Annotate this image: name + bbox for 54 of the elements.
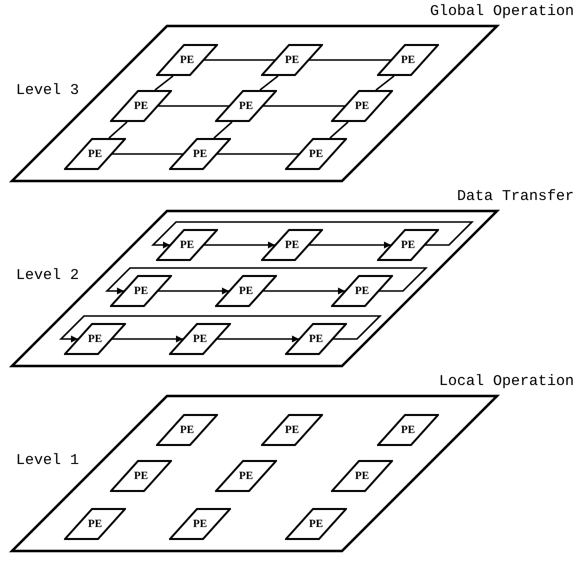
- connector-line: [376, 75, 394, 91]
- processing-element: PE: [169, 138, 231, 170]
- processing-element: PE: [215, 460, 277, 492]
- connector-line: [309, 59, 391, 61]
- processing-element: PE: [169, 323, 231, 355]
- layer-caption: Global Operation: [430, 3, 574, 20]
- processing-element: PE: [285, 508, 347, 540]
- processing-element: PE: [64, 323, 126, 355]
- processing-element: PE: [156, 414, 218, 446]
- layer-caption: Local Operation: [438, 373, 574, 390]
- connector-line: [108, 121, 128, 139]
- arrow: [217, 336, 299, 342]
- connector-line: [263, 105, 345, 107]
- level-label: Level 2: [16, 267, 80, 284]
- arrow: [204, 242, 275, 248]
- level-label: Level 1: [16, 452, 80, 469]
- processing-element: PE: [110, 90, 172, 122]
- processing-element: PE: [64, 508, 126, 540]
- arrow: [105, 267, 428, 294]
- processing-element: PE: [331, 90, 393, 122]
- processing-element: PE: [110, 460, 172, 492]
- connector-line: [213, 121, 233, 139]
- arrow: [59, 315, 382, 342]
- arrow: [112, 336, 183, 342]
- connector-line: [217, 153, 299, 155]
- processing-element: PE: [215, 275, 277, 307]
- connector-line: [329, 121, 349, 139]
- processing-element: PE: [285, 323, 347, 355]
- processing-element: PE: [261, 414, 323, 446]
- arrow: [158, 288, 229, 294]
- processing-element: PE: [64, 138, 126, 170]
- processing-element: PE: [261, 229, 323, 261]
- connector-line: [158, 105, 229, 107]
- processing-element: PE: [110, 275, 172, 307]
- processing-element: PE: [331, 275, 393, 307]
- processing-element: PE: [285, 138, 347, 170]
- processing-element: PE: [331, 460, 393, 492]
- processing-element: PE: [156, 44, 218, 76]
- processing-element: PE: [169, 508, 231, 540]
- layer-caption: Data Transfer: [456, 188, 574, 205]
- arrow: [263, 288, 345, 294]
- processing-element: PE: [261, 44, 323, 76]
- processing-element: PE: [377, 44, 439, 76]
- processing-element: PE: [377, 229, 439, 261]
- connector-line: [260, 75, 278, 91]
- connector-line: [204, 59, 275, 61]
- arrow: [309, 242, 391, 248]
- connector-line: [154, 75, 174, 91]
- processing-element: PE: [377, 414, 439, 446]
- level-label: Level 3: [16, 82, 80, 99]
- processing-element: PE: [156, 229, 218, 261]
- connector-line: [112, 153, 183, 155]
- processing-element: PE: [215, 90, 277, 122]
- arrow: [151, 221, 474, 248]
